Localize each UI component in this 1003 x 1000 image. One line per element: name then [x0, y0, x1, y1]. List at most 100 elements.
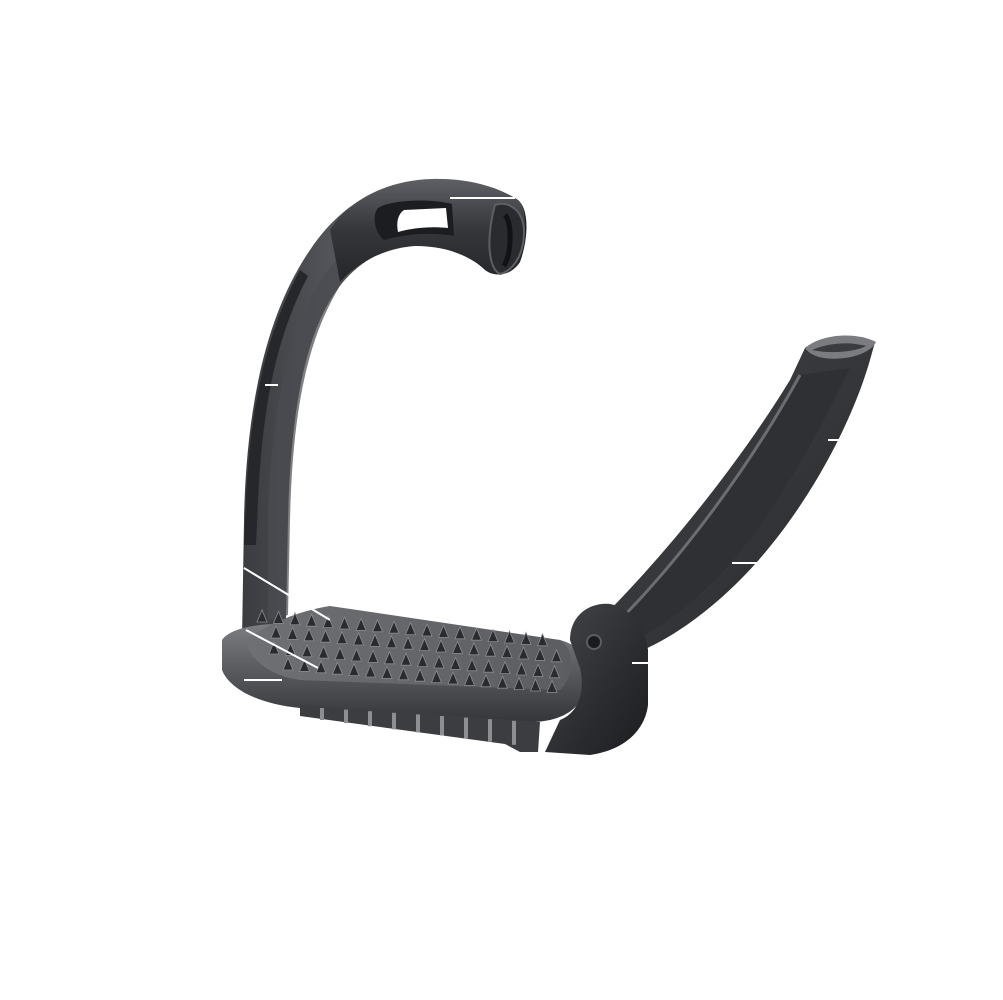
grip-spike [463, 672, 476, 686]
grip-spike [520, 631, 532, 645]
tread-grip-spikes [256, 608, 563, 693]
grip-spike [546, 679, 558, 693]
grip-spike [270, 624, 282, 639]
underside-rib [512, 720, 516, 745]
left-branch [242, 179, 527, 640]
grip-spike [513, 676, 525, 690]
grip-spike [322, 614, 334, 628]
grip-spike [532, 663, 544, 677]
grip-spike [435, 638, 447, 653]
grip-spike [289, 611, 301, 626]
grip-spike [451, 640, 464, 654]
grip-spike [298, 658, 311, 672]
underside-rib [344, 709, 348, 724]
callout-line [245, 629, 319, 669]
tread [222, 606, 587, 752]
grip-spike [364, 663, 377, 678]
grip-spike [449, 656, 462, 670]
grip-spike [468, 641, 480, 656]
grip-spike [367, 649, 379, 663]
grip-spike [418, 637, 431, 651]
grip-spike [286, 626, 299, 640]
top-eye-end-slit [501, 213, 513, 268]
hinge [545, 603, 648, 755]
grip-spike [421, 622, 433, 637]
grip-spike [501, 644, 513, 658]
tread-underside-ribs [320, 708, 516, 745]
grip-spike [336, 630, 348, 644]
underside-rib [488, 719, 492, 742]
grip-spike [515, 661, 528, 676]
hinge-body [545, 603, 648, 755]
grip-spike [352, 631, 365, 646]
grip-spike [466, 657, 478, 672]
left-branch-inner-face [268, 220, 405, 620]
grip-spike [414, 668, 426, 682]
grip-spike [404, 621, 417, 635]
grip-spike [282, 656, 294, 671]
grip-spike [388, 620, 400, 634]
grip-spike [400, 652, 412, 666]
grip-spike [315, 659, 327, 674]
grip-spike [470, 627, 483, 641]
underside-rib [464, 717, 468, 739]
underside-rib [416, 714, 420, 733]
grip-spike [355, 617, 367, 631]
grip-spike [303, 627, 315, 642]
grip-spike [534, 647, 546, 661]
grip-spike [447, 670, 459, 685]
grip-spike [529, 677, 542, 692]
underside-rib [320, 708, 324, 720]
leather-slot-opening [397, 208, 448, 232]
grip-spike [433, 654, 445, 669]
release-arm-tip-shadow [812, 343, 866, 353]
grip-spike [536, 632, 549, 647]
grip-spike [482, 659, 495, 673]
grip-spike [369, 633, 381, 647]
grip-spike [402, 636, 414, 650]
underside-rib [440, 716, 444, 736]
grip-spike [397, 666, 410, 681]
grip-spike [487, 628, 499, 642]
grip-spike [437, 624, 450, 638]
release-arm [600, 335, 876, 655]
grip-spike [301, 643, 313, 658]
grip-spike [256, 608, 268, 623]
grip-spike [416, 653, 429, 667]
grip-spike [317, 645, 330, 659]
grip-spike [334, 646, 346, 660]
pivot-pin-icon [586, 634, 602, 650]
grip-spike [338, 615, 351, 630]
grip-spike [319, 629, 332, 643]
grip-spike [305, 613, 318, 627]
grip-spike [496, 675, 509, 689]
grip-spike [517, 645, 530, 660]
grip-spike [430, 669, 443, 683]
left-branch-outer-edge [244, 270, 308, 545]
release-arm-face [615, 368, 850, 640]
release-arm-rim [613, 374, 802, 627]
grip-spike [503, 629, 516, 644]
callout-lines [243, 197, 840, 681]
grip-spike [548, 664, 561, 679]
grip-spike [480, 673, 492, 688]
grip-spike [371, 618, 384, 633]
grip-spike [499, 660, 511, 674]
grip-spike [381, 665, 393, 679]
top-eye [330, 178, 526, 282]
grip-spike [350, 647, 363, 662]
grip-spike [331, 661, 344, 675]
callout-line [243, 567, 331, 621]
grip-spike [385, 634, 398, 649]
grip-spike [383, 650, 396, 665]
grip-spike [484, 643, 497, 657]
grip-spike [268, 640, 280, 655]
grip-spike [550, 648, 563, 663]
top-eye-end-cap [488, 202, 526, 276]
underside-rib [368, 711, 372, 727]
grip-spike [348, 662, 360, 676]
grip-spike [454, 625, 466, 640]
underside-rib [392, 712, 396, 730]
grip-spike [272, 610, 285, 624]
